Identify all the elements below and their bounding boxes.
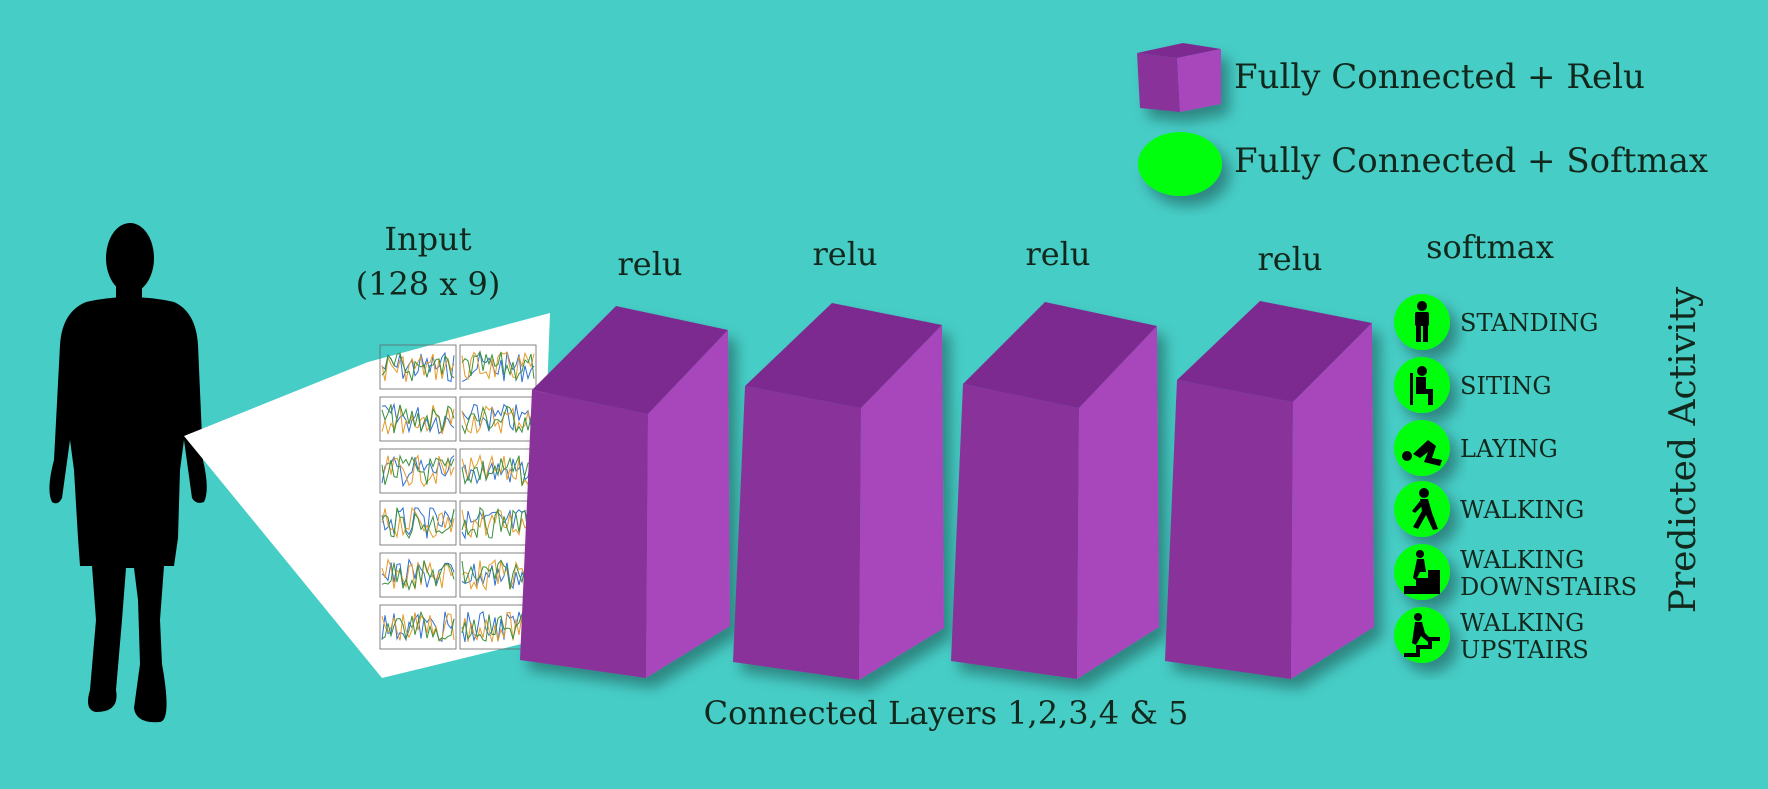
activity-label: WALKING bbox=[1460, 496, 1584, 524]
signal-plot bbox=[379, 552, 457, 598]
input-shape-label: (128 x 9) bbox=[356, 265, 501, 303]
activity-item-3: LAYING bbox=[1394, 420, 1558, 476]
activity-item-2: SITING bbox=[1394, 357, 1552, 413]
predicted-activity-label: Predicted Activity bbox=[1663, 286, 1704, 613]
legend-softmax-label: Fully Connected + Softmax bbox=[1234, 141, 1708, 181]
legend: Fully Connected + Relu Fully Connected +… bbox=[1137, 43, 1708, 196]
signal-plot bbox=[459, 344, 537, 390]
layer-cube-3 bbox=[951, 302, 1159, 679]
sensor-projection bbox=[184, 313, 550, 678]
input-label: Input bbox=[384, 220, 471, 258]
signal-plot bbox=[379, 604, 457, 650]
walking-downstairs-icon bbox=[1404, 550, 1440, 594]
activity-list: STANDINGSITINGLAYINGWALKINGWALKINGDOWNST… bbox=[1394, 294, 1637, 664]
signal-plot bbox=[379, 396, 457, 442]
activity-label: DOWNSTAIRS bbox=[1460, 573, 1637, 601]
signal-plot bbox=[459, 448, 537, 494]
legend-relu-label: Fully Connected + Relu bbox=[1234, 57, 1645, 97]
signal-plot bbox=[459, 396, 537, 442]
activity-item-1: STANDING bbox=[1394, 294, 1598, 350]
legend-cube-icon bbox=[1137, 43, 1221, 112]
legend-ellipse-icon bbox=[1138, 132, 1222, 196]
laying-person-icon bbox=[1402, 440, 1442, 466]
softmax-label: softmax bbox=[1426, 228, 1554, 266]
activity-label: STANDING bbox=[1460, 309, 1598, 337]
walking-person-icon bbox=[1412, 488, 1438, 530]
activity-label: WALKING bbox=[1460, 609, 1584, 637]
layer-activation-label-2: relu bbox=[812, 235, 877, 273]
activity-label: SITING bbox=[1460, 372, 1552, 400]
input-signal-panel bbox=[379, 344, 537, 650]
signal-plot bbox=[379, 448, 457, 494]
signal-plot bbox=[379, 500, 457, 546]
activity-item-4: WALKING bbox=[1394, 481, 1584, 537]
layers-caption: Connected Layers 1,2,3,4 & 5 bbox=[704, 694, 1189, 732]
person-silhouette-icon bbox=[49, 223, 207, 723]
layer-activation-label-4: relu bbox=[1257, 240, 1322, 278]
standing-person-icon bbox=[1415, 301, 1429, 342]
walking-upstairs-icon bbox=[1404, 613, 1440, 657]
layer-activation-label-3: relu bbox=[1025, 235, 1090, 273]
activity-label: UPSTAIRS bbox=[1460, 636, 1589, 664]
signal-plot bbox=[379, 344, 457, 390]
activity-label: LAYING bbox=[1460, 435, 1558, 463]
layer-cube-4 bbox=[1165, 301, 1374, 679]
layer-activation-label-1: relu bbox=[617, 245, 682, 283]
activity-label: WALKING bbox=[1460, 546, 1584, 574]
sitting-person-icon bbox=[1410, 366, 1433, 405]
layer-cube-1 bbox=[520, 306, 730, 678]
layer-cube-2 bbox=[733, 303, 944, 680]
